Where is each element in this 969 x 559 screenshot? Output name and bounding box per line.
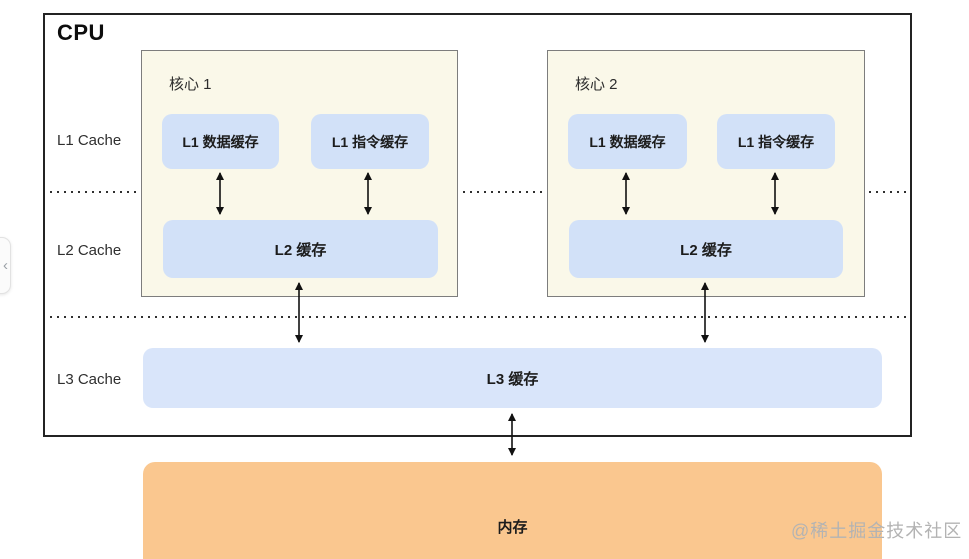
row-label-l1-cache: L1 Cache bbox=[57, 132, 122, 149]
collapse-button[interactable]: ‹ bbox=[0, 237, 11, 294]
l1-l2-dotted-separator bbox=[50, 191, 908, 193]
core-2-title: 核心 2 bbox=[575, 76, 618, 93]
memory-box: 内存 bbox=[143, 462, 882, 559]
row-label-l3-cache: L3 Cache bbox=[57, 371, 122, 388]
memory-label: 内存 bbox=[497, 519, 528, 536]
cpu-title: CPU bbox=[57, 20, 105, 45]
core-1-title: 核心 1 bbox=[169, 76, 212, 93]
core-1-l1-data-cache: L1 数据缓存 bbox=[162, 114, 279, 169]
core-2-box: 核心 2 L1 数据缓存 L1 指令缓存 L2 缓存 bbox=[547, 50, 865, 297]
chevron-left-icon: ‹ bbox=[3, 257, 8, 274]
core-1-box: 核心 1 L1 数据缓存 L1 指令缓存 L2 缓存 bbox=[141, 50, 458, 297]
watermark: @稀土掘金技术社区 bbox=[791, 521, 963, 541]
core-2-l2-cache: L2 缓存 bbox=[569, 220, 843, 278]
row-label-l2-cache: L2 Cache bbox=[57, 242, 122, 259]
l2-l3-dotted-separator bbox=[50, 316, 908, 318]
core-2-l1-data-cache: L1 数据缓存 bbox=[568, 114, 687, 169]
core-1-l2-cache: L2 缓存 bbox=[163, 220, 438, 278]
l3-cache-box: L3 缓存 bbox=[143, 348, 882, 408]
core-2-l1-instruction-cache: L1 指令缓存 bbox=[717, 114, 835, 169]
core-1-l1-instruction-cache: L1 指令缓存 bbox=[311, 114, 429, 169]
